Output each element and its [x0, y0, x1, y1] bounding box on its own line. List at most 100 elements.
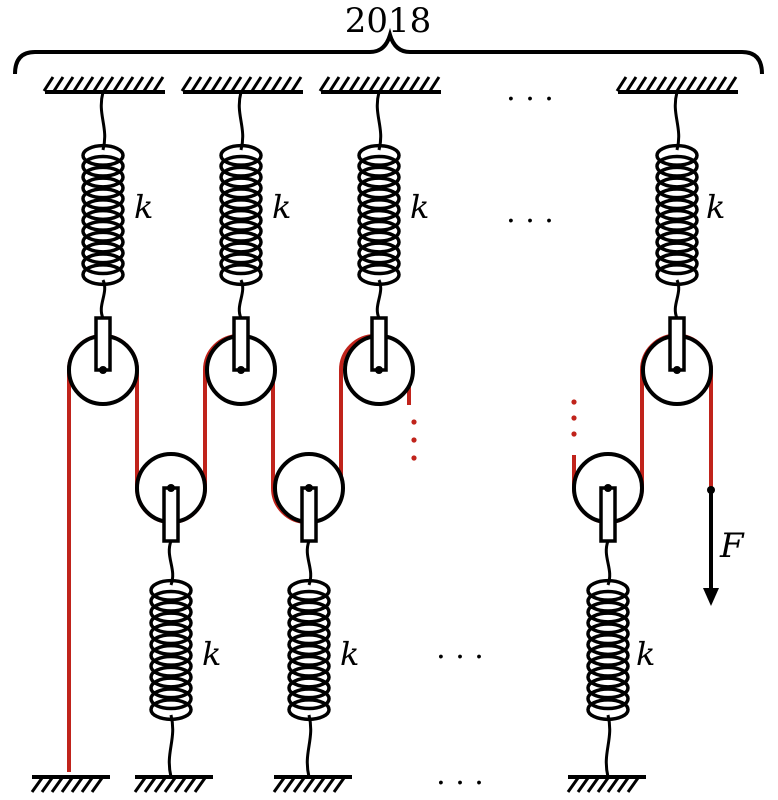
hatch-mark — [302, 777, 316, 793]
spring-wire-top — [237, 91, 245, 151]
lower-pulley-unit — [135, 452, 207, 778]
upper-pulley-unit — [205, 91, 277, 406]
spring-coil — [287, 578, 331, 722]
hatch-mark — [616, 777, 630, 793]
hatch-mark — [586, 777, 600, 793]
force-label: F — [719, 526, 745, 566]
spring-wire-bottom — [673, 279, 681, 319]
spring-coil — [655, 143, 699, 287]
ceiling-supports — [42, 76, 738, 94]
hatch-mark — [566, 777, 580, 793]
hatch-mark — [72, 76, 85, 92]
upper-pulley-unit — [343, 91, 415, 406]
spring-wire-bottom — [237, 279, 245, 319]
hatch-mark — [52, 76, 65, 92]
pulley-bracket — [599, 486, 617, 543]
hatch-mark — [292, 777, 306, 793]
hatch-mark — [358, 76, 371, 92]
spring-wire-bottom — [305, 714, 313, 778]
hatch-mark — [260, 76, 273, 92]
spring-label: k — [340, 635, 359, 673]
spring-label: k — [272, 188, 291, 226]
hatch-mark — [210, 76, 223, 92]
ceiling-support — [318, 76, 441, 94]
spring-label: k — [202, 635, 221, 673]
hatch-mark — [428, 76, 441, 92]
hatch-mark — [655, 76, 668, 92]
hatch-mark — [132, 76, 145, 92]
spring-wire-bottom — [375, 279, 383, 319]
spring-wire-top — [305, 540, 313, 586]
hatch-mark — [230, 76, 243, 92]
hatch-mark — [180, 76, 193, 92]
hatch-mark — [122, 76, 135, 92]
spring-coil — [219, 143, 263, 287]
hatch-mark — [133, 777, 147, 793]
spring-label: k — [636, 635, 655, 673]
ceiling-support — [615, 76, 738, 94]
hatch-mark — [70, 777, 84, 793]
floor-support — [566, 775, 646, 793]
hatch-mark — [200, 76, 213, 92]
rope-continuation-dot — [411, 455, 417, 461]
hatch-mark — [102, 76, 115, 92]
pulley-bracket — [232, 316, 250, 372]
pulley-axle — [99, 366, 107, 374]
hatch-mark — [418, 76, 431, 92]
spring-wire-top — [375, 91, 383, 151]
ellipsis-floor: . . . — [436, 757, 484, 792]
pulley-axle — [167, 484, 175, 492]
pulley-axle — [375, 366, 383, 374]
hatch-mark — [388, 76, 401, 92]
hatch-mark — [240, 76, 253, 92]
hatch-mark — [270, 76, 283, 92]
rope-continuation-dot — [571, 431, 577, 437]
spring-coil — [586, 578, 630, 722]
hatch-mark — [183, 777, 197, 793]
hatch-mark — [193, 777, 207, 793]
hatch-mark — [163, 777, 177, 793]
hatch-mark — [280, 76, 293, 92]
force-arrow — [703, 486, 719, 606]
top-brace — [13, 27, 764, 75]
hatch-mark — [272, 777, 286, 793]
ellipsis-ceiling: . . . — [506, 73, 554, 108]
hatch-mark — [725, 76, 738, 92]
hatch-mark — [378, 76, 391, 92]
spring-wire-bottom — [604, 714, 612, 778]
brace-label: 2018 — [345, 1, 432, 41]
pulley-bracket — [162, 486, 180, 543]
ellipsis-lower-springs: . . . — [436, 631, 484, 666]
hatch-mark — [635, 76, 648, 92]
spring-label: k — [706, 188, 725, 226]
lower-pulley-units — [135, 452, 644, 778]
hatch-mark — [90, 777, 104, 793]
hatch-mark — [30, 777, 44, 793]
upper-pulley-units — [67, 91, 713, 406]
spring-label: k — [410, 188, 429, 226]
hatch-mark — [153, 777, 167, 793]
hatch-mark — [250, 76, 263, 92]
rope-continuation-dot — [571, 399, 577, 405]
hatch-mark — [398, 76, 411, 92]
floor-support — [272, 775, 352, 793]
hatch-mark — [645, 76, 658, 92]
hatch-mark — [615, 76, 628, 92]
rope-continuation-dot — [411, 437, 417, 443]
hatch-mark — [50, 777, 64, 793]
pulley-axle — [673, 366, 681, 374]
hatch-mark — [348, 76, 361, 92]
spring-label: k — [134, 188, 153, 226]
spring-wire-top — [99, 91, 107, 151]
hatch-mark — [42, 76, 55, 92]
hatch-mark — [92, 76, 105, 92]
spring-wire-top — [604, 540, 612, 586]
hatch-mark — [322, 777, 336, 793]
lower-pulley-unit — [572, 452, 644, 778]
hatch-mark — [40, 777, 54, 793]
pulley-bracket — [300, 486, 318, 543]
hatch-mark — [685, 76, 698, 92]
spring-coil — [357, 143, 401, 287]
floor-support — [30, 775, 110, 793]
